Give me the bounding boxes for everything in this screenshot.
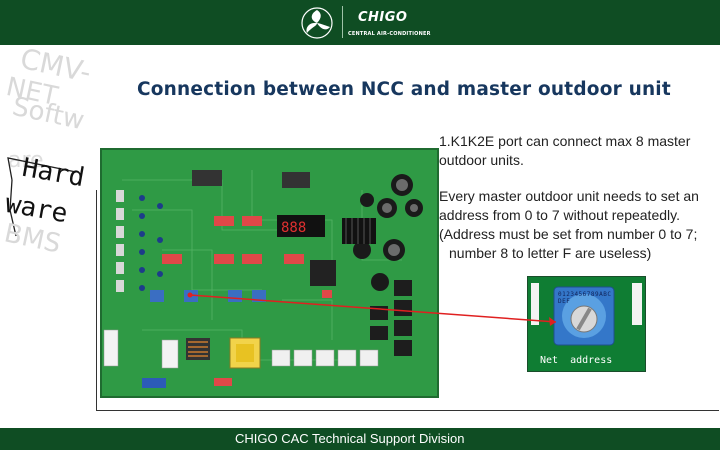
slide-title: Connection between NCC and master outdoo… bbox=[137, 79, 671, 100]
address-range-note: (Address must be set from number 0 to 7; bbox=[439, 226, 698, 242]
address-useless-note: number 8 to letter F are useless) bbox=[449, 245, 652, 261]
footer-band bbox=[0, 428, 720, 450]
chigo-logo-icon bbox=[301, 7, 333, 39]
net-address-zoom: 0123456789ABCDEF Net address bbox=[527, 276, 646, 372]
hardware-frame bbox=[7, 157, 77, 237]
header-band bbox=[0, 0, 720, 45]
address-rule-text: Every master outdoor unit needs to set a… bbox=[439, 188, 699, 223]
brand-tagline: CENTRAL AIR-CONDITIONER bbox=[348, 31, 431, 37]
svg-text:888: 888 bbox=[281, 220, 306, 236]
dial-digits: 0123456789ABCDEF bbox=[558, 291, 612, 305]
bracket-line bbox=[96, 190, 719, 411]
pcb-components: 888 bbox=[103, 170, 423, 388]
watermark-softw: Softw bbox=[9, 91, 87, 137]
brand-name: CHIGO bbox=[358, 10, 408, 25]
net-address-label: Net address bbox=[540, 355, 613, 366]
pcb-board-photo: 888 bbox=[100, 148, 439, 398]
watermark-are: are bbox=[8, 148, 44, 173]
paragraph-port-capacity: 1.K1K2E port can connect max 8 master ou… bbox=[439, 133, 691, 168]
logo-divider bbox=[342, 6, 343, 38]
paragraph-address-rules: Every master outdoor unit needs to set a… bbox=[439, 187, 709, 263]
footer-text: CHIGO CAC Technical Support Division bbox=[235, 431, 465, 446]
rotary-address-switch-icon bbox=[528, 277, 645, 371]
